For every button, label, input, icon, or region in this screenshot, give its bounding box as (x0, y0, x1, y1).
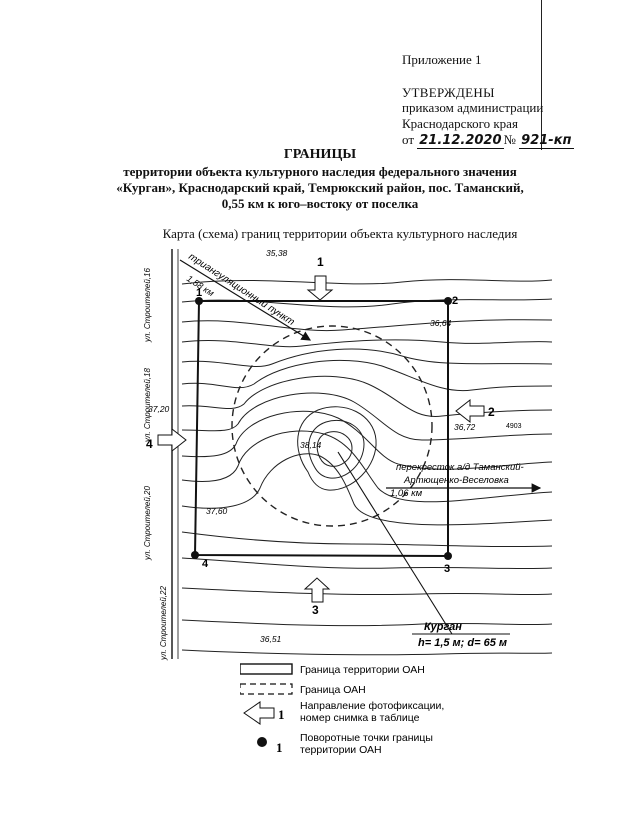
road-label-2: Артющенко-Веселовка (403, 475, 509, 486)
elevation-marks: 35,38 36,64 36,72 38,14 37,20 37,60 36,5… (148, 248, 476, 644)
street-strip (171, 249, 179, 659)
order-line-2: Краснодарского края (402, 116, 518, 131)
kurgan-leader (337, 451, 453, 635)
corner-points: 1 2 3 4 (191, 287, 458, 575)
legend-arrow-number: 1 (278, 707, 285, 722)
legend-dot-number: 1 (276, 740, 283, 755)
legend-text-corner-1: Поворотные точки границы (300, 732, 433, 744)
doc-title: ГРАНИЦЫ (283, 147, 357, 162)
street-label-16: ул. Строителей,16 (143, 268, 152, 343)
photo-arrow-label-2: 2 (488, 405, 495, 419)
order-line-1: приказом администрации (402, 100, 544, 115)
street-label-22: ул. Строителей,22 (159, 586, 168, 661)
corner-label-2: 2 (452, 295, 458, 307)
corner-label-1: 1 (196, 287, 202, 299)
photo-arrow-label-3: 3 (312, 603, 319, 617)
photo-arrow-label-1: 1 (317, 255, 324, 269)
appendix-label: Приложение 1 (402, 52, 482, 67)
edge-mark: 4903 (506, 423, 522, 430)
legend-corner-dot: 1 Поворотные точки границы территории ОА… (257, 732, 433, 756)
legend-text-photo-2: номер снимка в таблице (300, 712, 420, 724)
oan-border-dashed (231, 325, 433, 527)
kurgan-name: Курган (424, 621, 462, 633)
photo-direction-arrows: 1 2 3 4 (146, 255, 495, 617)
doc-subtitle-3: 0,55 км к юго–востоку от поселка (221, 196, 419, 211)
corner-point-1 (195, 297, 203, 305)
corner-point-2 (444, 297, 452, 305)
elevation-6: 37,60 (206, 506, 228, 516)
photo-arrow-4: 4 (146, 427, 187, 453)
elevation-2: 36,64 (430, 318, 452, 328)
margin-line (541, 0, 542, 150)
street-label-20: ул. Строителей,20 (143, 486, 152, 561)
corner-point-4 (191, 551, 199, 559)
doc-subtitle-2: «Курган», Краснодарский край, Темрюкский… (116, 180, 524, 195)
photo-arrow-label-4: 4 (146, 437, 153, 451)
legend-dashed-border: Граница ОАН (240, 683, 366, 696)
corner-point-3 (444, 552, 452, 560)
legend-solid-border: Граница территории ОАН (240, 663, 425, 676)
corner-label-3: 3 (444, 563, 450, 575)
elevation-5: 37,20 (148, 404, 170, 414)
legend-text-photo-1: Направление фотофиксации, (300, 700, 444, 712)
legend-text-territory: Граница территории ОАН (300, 664, 425, 676)
triangulation-arrow (179, 259, 312, 341)
map-caption: Карта (схема) границ территории объекта … (162, 226, 518, 241)
order-no-prefix: № (503, 132, 516, 147)
photo-arrow-2: 2 (455, 398, 495, 424)
legend-text-oan: Граница ОАН (300, 684, 366, 696)
boundary-map: 1 2 3 4 1 2 3 4 триангуляционный пункт 1… (143, 248, 553, 661)
street-label-18: ул. Строителей,18 (143, 368, 152, 443)
elevation-1: 35,38 (266, 248, 288, 258)
doc-subtitle-1: территории объекта культурного наследия … (123, 164, 517, 179)
elevation-7: 36,51 (260, 634, 282, 644)
order-date: 21.12.2020 (417, 133, 504, 149)
order-number: 921-кп (519, 133, 574, 149)
elevation-3: 36,72 (454, 422, 476, 432)
map-legend: Граница территории ОАН Граница ОАН 1 Нап… (240, 663, 444, 756)
approved-label: УТВЕРЖДЕНЫ (402, 85, 495, 100)
elevation-4: 38,14 (300, 440, 322, 450)
street-labels: ул. Строителей,16 ул. Строителей,18 ул. … (143, 268, 168, 661)
road-label-1: перекресток а/д Таманский- (396, 462, 524, 473)
road-distance: 1,06 км (390, 488, 423, 499)
corner-label-4: 4 (202, 558, 209, 570)
legend-text-corner-2: территории ОАН (300, 744, 382, 756)
photo-arrow-1: 1 (306, 255, 334, 301)
photo-arrow-3: 3 (303, 577, 331, 617)
kurgan-dimensions: h= 1,5 м; d= 65 м (418, 637, 507, 649)
legend-photo-arrow: 1 Направление фотофиксации, номер снимка… (243, 700, 444, 725)
order-prefix: от (402, 132, 415, 147)
